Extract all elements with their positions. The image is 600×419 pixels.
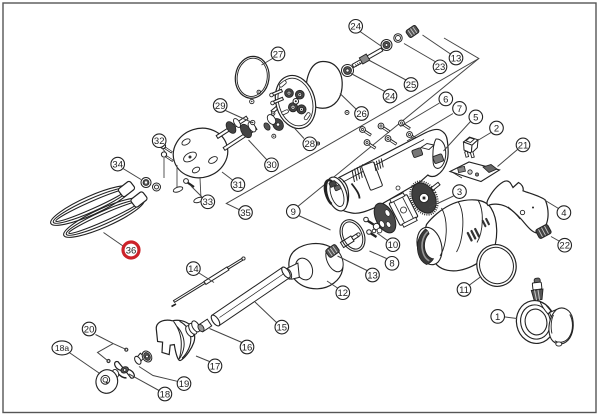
- svg-text:4: 4: [561, 208, 566, 219]
- svg-text:26: 26: [356, 109, 367, 120]
- svg-text:27: 27: [273, 49, 284, 60]
- svg-text:18a: 18a: [55, 343, 69, 353]
- svg-text:10: 10: [388, 240, 399, 251]
- svg-text:25: 25: [406, 80, 417, 91]
- svg-text:16: 16: [242, 342, 253, 353]
- svg-text:18: 18: [160, 389, 171, 400]
- svg-text:15: 15: [277, 323, 288, 334]
- svg-text:28: 28: [305, 139, 316, 150]
- svg-text:19: 19: [179, 379, 190, 390]
- svg-text:30: 30: [266, 160, 277, 171]
- svg-text:29: 29: [215, 101, 226, 112]
- svg-text:5: 5: [473, 112, 478, 123]
- svg-text:2: 2: [494, 123, 499, 134]
- svg-text:35: 35: [240, 208, 251, 219]
- svg-text:12: 12: [338, 288, 349, 299]
- svg-text:33: 33: [203, 197, 214, 208]
- svg-text:3: 3: [457, 187, 462, 198]
- svg-text:13: 13: [367, 270, 378, 281]
- svg-text:11: 11: [459, 285, 469, 296]
- svg-text:9: 9: [291, 207, 296, 218]
- svg-text:24: 24: [350, 22, 361, 33]
- svg-text:7: 7: [457, 104, 462, 115]
- svg-text:13: 13: [451, 53, 462, 64]
- svg-text:1: 1: [495, 312, 500, 323]
- svg-text:21: 21: [518, 140, 529, 151]
- svg-text:32: 32: [154, 136, 165, 147]
- svg-text:14: 14: [188, 264, 199, 275]
- svg-text:31: 31: [233, 180, 244, 191]
- svg-text:17: 17: [210, 361, 221, 372]
- svg-text:34: 34: [112, 160, 123, 171]
- svg-text:24: 24: [385, 91, 396, 102]
- svg-text:22: 22: [559, 241, 570, 252]
- svg-text:8: 8: [389, 259, 394, 270]
- svg-text:23: 23: [435, 62, 446, 73]
- svg-text:20: 20: [84, 324, 95, 335]
- svg-text:6: 6: [443, 94, 448, 105]
- svg-text:36: 36: [126, 245, 137, 256]
